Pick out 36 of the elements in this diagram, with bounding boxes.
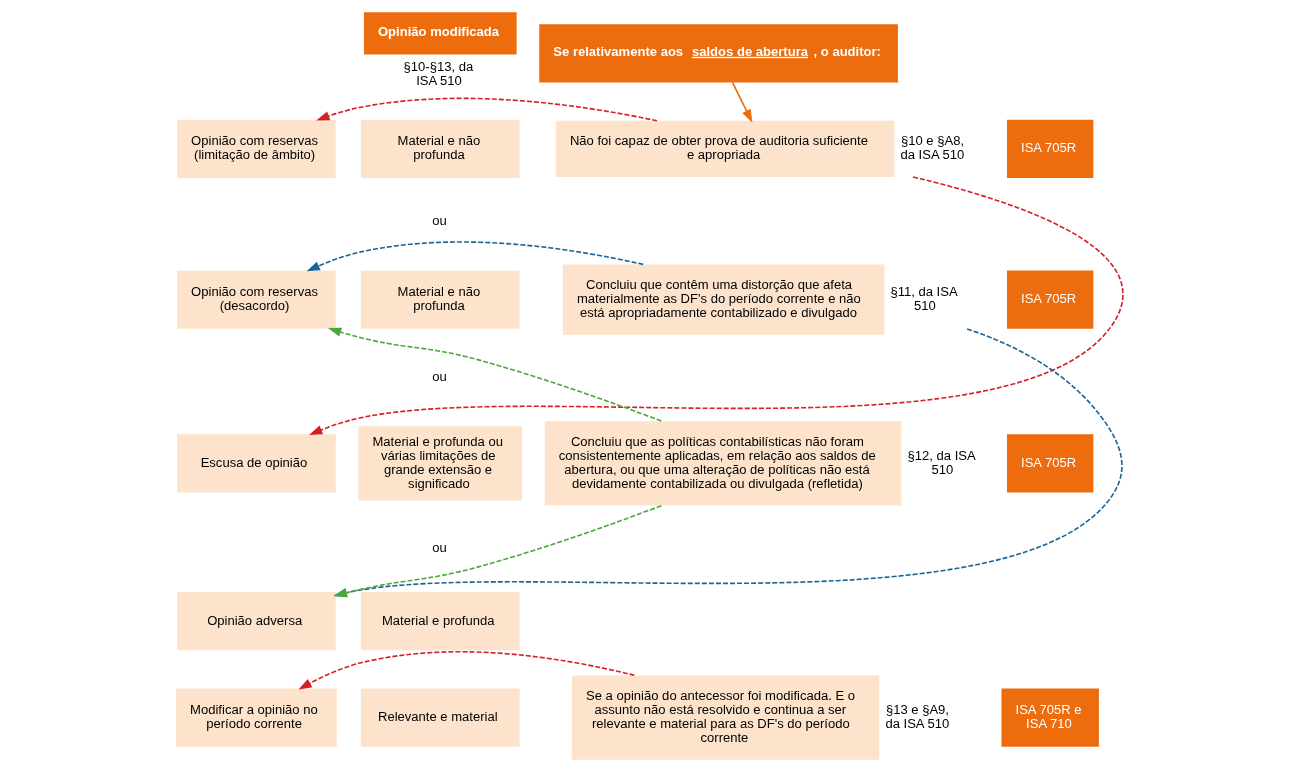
arrow bbox=[297, 651, 635, 690]
node-box: ISA 705R e ISA 710 bbox=[1000, 688, 1099, 747]
node-box: ISA 705R bbox=[1006, 119, 1093, 178]
label: ou bbox=[431, 369, 447, 385]
node-box: Material e profunda bbox=[360, 592, 520, 651]
node-box: Se relativamente aos saldos de abertura, o auditor: bbox=[538, 24, 898, 83]
node-box: Se a opinião do antecessor foi modificada. E o assunto não está resolvido e continua a ser relevante e material para as DF's do período corrente bbox=[571, 675, 879, 760]
arrow bbox=[315, 97, 658, 122]
node-box: Escusa de opinião bbox=[176, 434, 336, 493]
node-box: Concluiu que contêm uma distorção que afeta materialmente as DF's do período corrente e não está apropriadamente contabilizado e divulgado bbox=[562, 264, 884, 335]
node-box: Relevante e material bbox=[360, 688, 520, 747]
node-box: ISA 705R bbox=[1006, 270, 1093, 329]
node-box: Opinião modificada bbox=[363, 12, 517, 55]
node-box: ISA 705R bbox=[1006, 434, 1093, 493]
node-label: §13 e §A9, da ISA 510 bbox=[884, 701, 949, 732]
arrow bbox=[333, 328, 1123, 598]
arrow bbox=[731, 81, 752, 123]
node-box: Concluiu que as políticas contabilísticas não foram consistentemente aplicadas, em relação aos saldos de abertura, ou que uma alteração de políticas não está devidamente contabilizada ou divulgada (refletida) bbox=[544, 421, 901, 506]
node-label: §12, da ISA 510 bbox=[907, 447, 976, 477]
node-box: Não foi capaz de obter prova de auditoria suficiente e apropriada bbox=[555, 120, 894, 177]
node-box: Modificar a opinião no período corrente bbox=[175, 688, 337, 747]
arrow bbox=[308, 176, 1124, 435]
arrow bbox=[333, 504, 662, 598]
node-box: Opinião com reservas (desacordo) bbox=[176, 270, 336, 329]
label: ou bbox=[431, 212, 447, 228]
node-label: §11, da ISA 510 bbox=[889, 283, 958, 314]
node-box: Material e não profunda bbox=[360, 119, 520, 178]
node-box: Material e profunda ou várias limitações de grande extensão e significado bbox=[357, 426, 522, 501]
node-label: §10-§13, da ISA 510 bbox=[403, 58, 473, 88]
node-box: Material e não profunda bbox=[360, 270, 520, 329]
node-box: Opinião adversa bbox=[176, 592, 336, 651]
label: ou bbox=[431, 540, 447, 556]
arrow bbox=[327, 327, 662, 422]
arrow bbox=[306, 241, 644, 272]
node-box: Opinião com reservas (limitação de âmbito) bbox=[176, 119, 336, 178]
node-label: §10 e §A8, da ISA 510 bbox=[899, 133, 964, 163]
